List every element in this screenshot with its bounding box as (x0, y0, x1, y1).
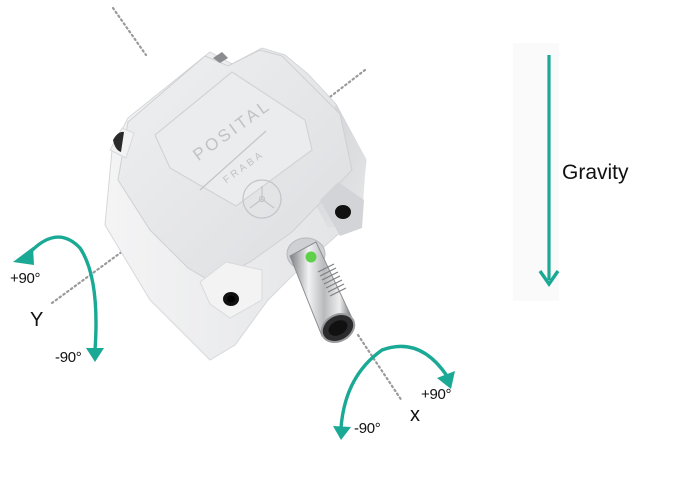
x-arrowhead-positive (437, 371, 455, 389)
y-axis-label: Y (30, 309, 44, 331)
y-positive-angle-label: +90° (10, 270, 41, 287)
gravity-panel-background (513, 43, 559, 301)
gravity-arrowhead (538, 270, 560, 287)
x-arrowhead-negative (333, 426, 351, 440)
y-rotation-arrow (23, 235, 98, 352)
x-rotation-arrow (339, 344, 449, 430)
x-axis-dotted-line (356, 333, 404, 403)
m12-connector (286, 237, 356, 343)
x-negative-angle-label: -90° (354, 420, 381, 437)
right-axis-dotted-line (311, 68, 367, 112)
z-axis-dotted-line (111, 6, 148, 57)
sensor-body (104, 47, 367, 361)
y-arrowhead-positive (13, 247, 34, 265)
y-arrowhead-negative (86, 348, 104, 362)
gravity-label: Gravity (562, 161, 629, 184)
status-led (305, 251, 317, 263)
brand-embossing (199, 130, 282, 219)
x-axis-label: x (410, 404, 420, 426)
x-positive-angle-label: +90° (421, 386, 452, 403)
y-negative-angle-label: -90° (55, 349, 82, 366)
